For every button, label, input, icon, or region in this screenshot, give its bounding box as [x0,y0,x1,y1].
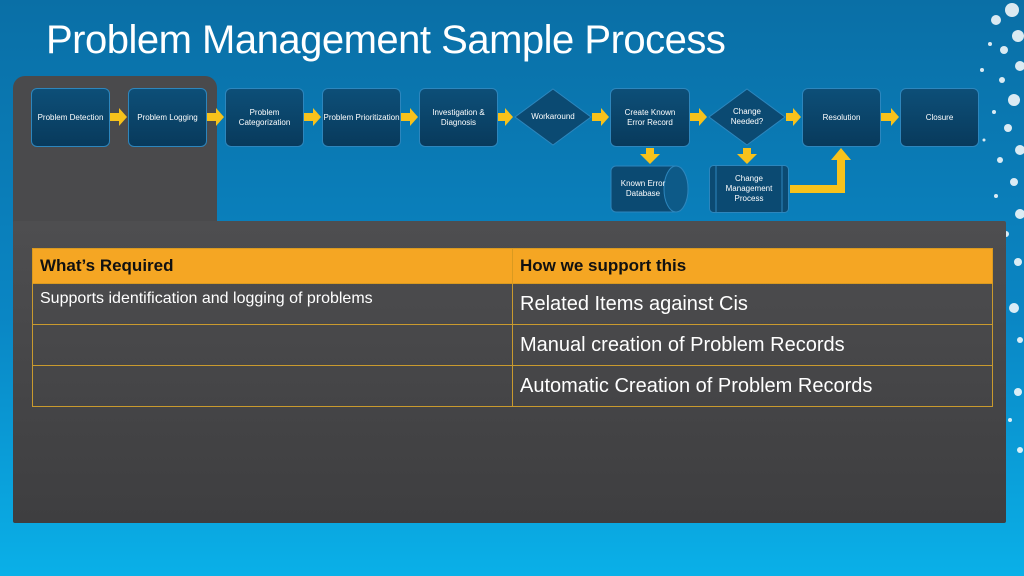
page-title: Problem Management Sample Process [46,18,726,62]
flow-decision-change-needed: Change Needed? [708,88,786,146]
flow-step-resolution: Resolution [802,88,881,147]
decorative-dots [980,3,1024,453]
arrow-change-to-resolution [790,148,851,193]
arrow-1 [110,108,127,126]
table-cell-required [32,365,513,407]
table-cell-support: Automatic Creation of Problem Records [512,365,993,407]
table-cell-required: Supports identification and logging of p… [32,283,513,325]
table-header-row: What’s Required How we support this [32,248,993,284]
arrow-4 [401,108,418,126]
workaround-label: Workaround [531,112,575,121]
arrow-2 [207,108,224,126]
flow-step-closure: Closure [900,88,979,147]
table-row: Supports identification and logging of p… [32,283,993,325]
change-management-process-label: Change Management Process [725,174,773,203]
flow-arrows [110,108,899,193]
column-header-support: How we support this [512,248,993,284]
known-error-database: Known Error Database [610,165,690,213]
flow-step-problem-logging: Problem Logging [128,88,207,147]
table-row: Manual creation of Problem Records [32,324,993,366]
column-header-required: What’s Required [32,248,513,284]
flow-step-problem-detection: Problem Detection [31,88,110,147]
arrow-7 [690,108,707,126]
flow-step-problem-categorization: Problem Categorization [225,88,304,147]
table-cell-required [32,324,513,366]
change-needed-label: Change Needed? [730,107,764,126]
table-cell-support: Manual creation of Problem Records [512,324,993,366]
arrow-6 [592,108,609,126]
flow-step-create-known-error-record: Create Known Error Record [610,88,690,147]
arrow-down-known-error [640,148,660,164]
arrow-down-change [737,148,757,164]
arrow-5 [498,108,513,126]
flow-decision-workaround: Workaround [514,88,592,146]
arrow-9 [881,108,899,126]
requirements-table: What’s Required How we support this Supp… [32,248,993,407]
arrow-3 [304,108,321,126]
flow-step-investigation-diagnosis: Investigation & Diagnosis [419,88,498,147]
flow-step-problem-prioritization: Problem Prioritization [322,88,401,147]
table-row: Automatic Creation of Problem Records [32,365,993,407]
change-management-process: Change Management Process [709,165,789,213]
arrow-8 [786,108,801,126]
table-cell-support: Related Items against Cis [512,283,993,325]
known-error-database-label: Known Error Database [620,179,666,198]
